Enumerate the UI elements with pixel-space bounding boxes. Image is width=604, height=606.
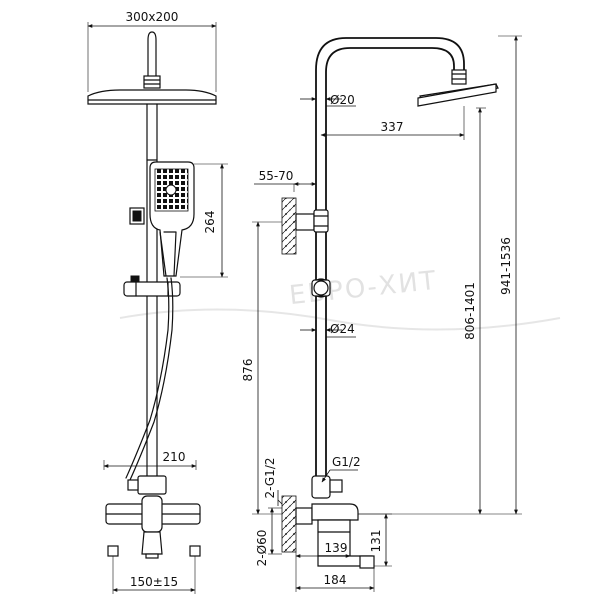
- wall-bracket-label: 55-70: [259, 169, 294, 183]
- outlet-thread-label: G1/2: [332, 455, 361, 469]
- bracket-height-label: 876: [241, 359, 255, 382]
- pipe-diameter-lower-label: Ø24: [330, 322, 355, 336]
- inlet-diameter-dimension: 2-Ø60: [255, 507, 282, 567]
- upper-wall-bracket: [281, 197, 329, 255]
- svg-text:ЕВРО-ХИТ: ЕВРО-ХИТ: [288, 266, 439, 311]
- mixer-side: [281, 495, 375, 569]
- wall-bracket-dimension: 55-70: [254, 169, 317, 192]
- column-range-dimension: 806-1401: [463, 107, 486, 515]
- spout-spacing-dimension: 150±15: [112, 556, 196, 594]
- handshower-height-dimension: 264: [180, 163, 228, 278]
- pipe-diameter-top-label: Ø20: [330, 93, 355, 107]
- watermark: ЕВРО-ХИТ: [119, 266, 561, 331]
- slider-knob-side: [311, 278, 331, 298]
- mixer-width-dimension: 210: [103, 450, 197, 470]
- arm-reach-dimension: 337: [320, 106, 465, 140]
- total-range-label: 941-1536: [499, 237, 513, 295]
- side-view: Ø20 337 941-1536 806-1401 55-70: [241, 35, 522, 592]
- arm-reach-label: 337: [381, 120, 404, 134]
- shower-head-front: [87, 31, 217, 105]
- column-range-label: 806-1401: [463, 282, 477, 340]
- pipe-diameter-lower: Ø24: [300, 322, 356, 338]
- pipe-diameter-top: Ø20: [300, 93, 356, 107]
- diverter-side: G1/2: [311, 455, 361, 499]
- spout-spacing-label: 150±15: [130, 575, 178, 589]
- mixer-height-dimension: 131: [358, 513, 392, 567]
- total-range-dimension: 941-1536: [330, 35, 522, 515]
- shower-head-side: [417, 69, 499, 107]
- hand-shower-front: [129, 161, 195, 277]
- total-depth-dimension: 184: [295, 552, 375, 592]
- handshower-height-label: 264: [203, 211, 217, 234]
- head-size-dimension: 300x200: [87, 10, 217, 92]
- mixer-depth-dimension: 139: [295, 541, 351, 558]
- bracket-height-dimension: 876: [241, 221, 282, 515]
- slider-clamp: [123, 275, 181, 297]
- total-depth-label: 184: [324, 573, 347, 587]
- mixer-front: [105, 475, 201, 559]
- mixer-width-label: 210: [163, 450, 186, 464]
- hose-front: [125, 277, 174, 481]
- head-size-label: 300x200: [126, 10, 179, 24]
- mixer-height-label: 131: [369, 530, 383, 553]
- column-side: [315, 37, 465, 477]
- mixer-depth-label: 139: [325, 541, 348, 555]
- front-view: 300x200: [87, 10, 228, 594]
- inlet-diameter-label: 2-Ø60: [255, 530, 269, 567]
- inlet-thread-label: 2-G1/2: [263, 457, 277, 498]
